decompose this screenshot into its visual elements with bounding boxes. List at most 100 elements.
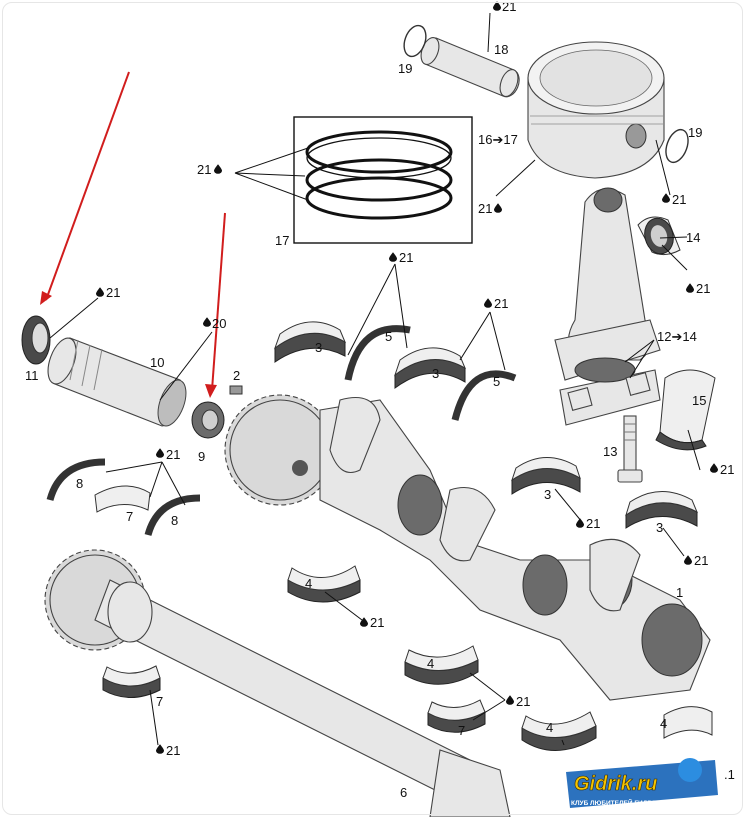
balance-thrust-washer-b [144,494,201,537]
dowel-pin [229,385,243,395]
lube-marker-piston: 21 [662,192,686,207]
callout-14: 14 [686,230,700,245]
callout-7a: 7 [126,509,133,524]
watermark-tagline: КЛУБ ЛЮБИТЕЛЕЙ ГИДРОЦИКЛОВ [571,798,685,807]
lube-marker-pair: 21 [506,694,530,709]
callout-11: 11 [25,368,39,383]
callout-5a: 5 [385,329,392,344]
callout-7c: 7 [458,723,465,738]
svg-text:21: 21 [696,281,710,296]
balance-thrust-washer-a [46,458,106,502]
main-bearing-lower-a [287,565,361,603]
lube-marker-needle: 20 [203,316,226,331]
callout-13: 13 [603,444,617,459]
corner-note: .1 [724,767,735,782]
svg-text:21: 21 [399,250,413,265]
main-bearing-upper-d [625,491,699,529]
callout-3a: 3 [315,340,322,355]
svg-text:21: 21 [516,694,530,709]
watermark-brand: Gidrik.ru [574,773,657,795]
piston-pin [420,37,520,98]
svg-text:21: 21 [370,615,384,630]
callout-16-17: 16➔17 [478,132,518,147]
lube-marker-main-d: 21 [684,553,708,568]
svg-text:21: 21 [694,553,708,568]
callout-19a: 19 [398,61,412,76]
callout-7b: 7 [156,694,163,709]
lube-marker-rings: 21 [197,162,222,177]
main-bearing-upper-left [273,321,347,363]
callout-4a: 4 [305,576,312,591]
svg-text:21: 21 [502,0,516,14]
red-arrow-middle [205,212,226,398]
svg-text:21: 21 [720,462,734,477]
small-end-bushing [637,216,681,256]
svg-text:21: 21 [166,743,180,758]
callout-4d: 4 [660,716,667,731]
needle-bearing [191,401,225,439]
lube-marker-washer: 21 [484,296,508,311]
svg-text:21: 21 [106,285,120,300]
callout-5b: 5 [493,374,500,389]
balance-shaft [44,549,511,817]
lube-marker-bearings-upper: 21 [389,250,413,265]
watermark-logo: Gidrik.ru КЛУБ ЛЮБИТЕЛЕЙ ГИДРОЦИКЛОВ [566,758,718,808]
leader-lines [49,12,701,746]
piston-pin-clip [403,24,427,58]
red-arrow-left [40,71,130,305]
callout-3d: 3 [656,520,663,535]
svg-text:21: 21 [586,516,600,531]
piston-rings [305,130,453,220]
piston [527,41,665,179]
piston-pin-clip-right [665,128,689,164]
callout-2: 2 [233,368,240,383]
svg-text:21: 21 [672,192,686,207]
callout-4b: 4 [427,656,434,671]
callout-4c: 4 [546,720,553,735]
balance-bearing-lower [102,665,161,698]
lube-marker-main-lower: 21 [360,615,384,630]
callout-8a: 8 [76,476,83,491]
lube-marker-rod-shell: 21 [710,462,734,477]
lube-marker-balance: 21 [156,447,180,462]
balance-bearing-lower-b [427,699,486,733]
lube-marker-piston-left: 21 [478,201,502,216]
callout-18: 18 [494,42,508,57]
lube-marker-main-c: 21 [576,516,600,531]
callout-19b: 19 [688,125,702,140]
main-bearing-lower-d [663,706,713,739]
callout-17: 17 [275,233,289,248]
callout-1: 1 [676,585,683,600]
balance-shaft-sleeve [47,337,187,427]
balance-bearing-left [94,485,151,513]
oil-seal [21,315,51,365]
svg-text:21: 21 [478,201,492,216]
lube-marker-bushing: 21 [686,281,710,296]
thrust-washer-upper-right [451,370,517,421]
callout-6: 6 [400,785,407,800]
callout-10: 10 [150,355,164,370]
callout-8b: 8 [171,513,178,528]
thrust-washer-upper-left [344,325,411,381]
lube-marker-top: 21 [493,0,516,14]
callout-12-14: 12➔14 [657,329,697,344]
ring-set-box [293,116,473,244]
rod-bearing-shell [655,369,716,451]
lube-marker-balance-lower: 21 [156,743,180,758]
svg-text:21: 21 [494,296,508,311]
main-bearing-lower-b [404,645,479,685]
callout-9: 9 [198,449,205,464]
main-bearing-lower-c [521,711,597,751]
lube-marker-seal: 21 [96,285,120,300]
callout-15: 15 [692,393,706,408]
main-bearing-upper-c [511,457,581,495]
callout-3b: 3 [432,366,439,381]
callout-3c: 3 [544,487,551,502]
connecting-rod-bolt [617,415,643,483]
main-bearing-upper-right [394,347,467,389]
svg-text:21: 21 [197,162,211,177]
crankshaft [224,394,711,701]
svg-text:21: 21 [166,447,180,462]
connecting-rod [554,187,661,426]
